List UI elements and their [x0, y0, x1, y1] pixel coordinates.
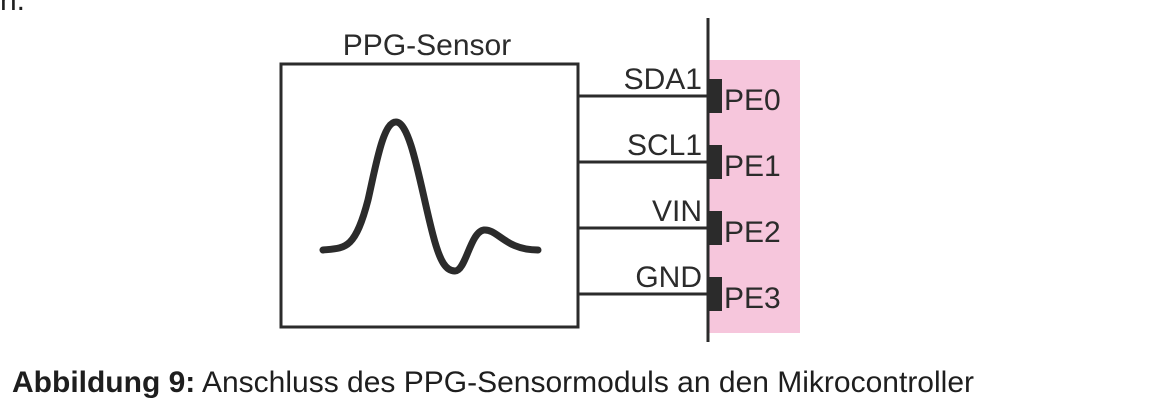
page-fragment-text: n.: [0, 0, 26, 17]
signal-label-sda1: SDA1: [624, 63, 702, 96]
ppg-waveform-icon: [319, 118, 542, 275]
pin-label-pe2: PE2: [724, 216, 781, 249]
sensor-title: PPG-Sensor: [343, 29, 511, 62]
sensor-box: [279, 62, 580, 329]
pin-stub-pe2: [708, 211, 722, 245]
signal-label-scl1: SCL1: [627, 129, 702, 162]
pin-label-pe1: PE1: [724, 150, 781, 183]
figure-caption: Abbildung 9: Anschluss des PPG-Sensormod…: [12, 366, 974, 400]
figure-caption-text: Anschluss des PPG-Sensormoduls an den Mi…: [195, 366, 974, 399]
signal-label-gnd: GND: [635, 261, 702, 294]
pin-stub-pe1: [708, 145, 722, 179]
figure-caption-label: Abbildung 9:: [12, 366, 196, 399]
pin-label-pe0: PE0: [724, 84, 781, 117]
pin-label-pe3: PE3: [724, 282, 781, 315]
pin-stub-pe0: [708, 79, 722, 113]
signal-label-vin: VIN: [652, 195, 702, 228]
pin-stub-pe3: [708, 277, 722, 311]
microcontroller-pin-region: [708, 60, 800, 333]
